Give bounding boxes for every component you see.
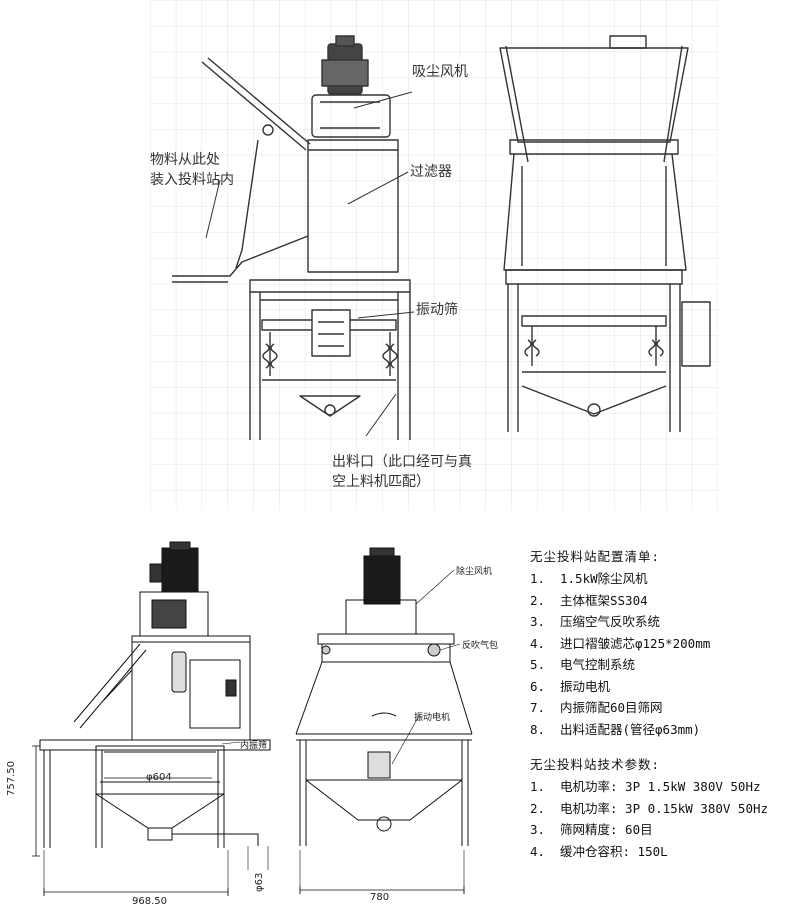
label-blow-pack: 反吹气包 — [462, 641, 499, 651]
top-drawing-panel: 吸尘风机 物料从此处 装入投料站内 过滤器 振动筛 出料口（此口经可与真 空上料… — [150, 0, 718, 510]
list-item: 4.进口褶皱滤芯φ125*200mm — [530, 635, 711, 651]
side-view-sketch — [172, 35, 711, 440]
dim-diameter: φ604 — [146, 772, 172, 783]
config-title: 无尘投料站配置清单: — [530, 549, 661, 564]
label-feed: 物料从此处 装入投料站内 — [150, 152, 234, 188]
list-item: 1.1.5kW除尘风机 — [530, 571, 648, 586]
label-vibration-motor: 振动电机 — [414, 713, 451, 723]
label-outlet: 出料口（此口经可与真 空上料机匹配） — [332, 454, 472, 490]
list-item: 2.主体框架SS304 — [530, 592, 648, 608]
label-filter: 过滤器 — [410, 164, 452, 180]
list-item: 4.缓冲仓容积: 150L — [530, 843, 668, 859]
dim-width-left: 968.50 — [132, 896, 167, 907]
list-item: 8.出料适配器(管径φ63mm) — [530, 721, 701, 737]
engineering-drawing — [32, 541, 473, 896]
list-item: 1.电机功率: 3P 1.5kW 380V 50Hz — [530, 779, 761, 794]
list-item: 6.振动电机 — [530, 678, 611, 694]
list-item: 5.电气控制系统 — [530, 657, 636, 672]
dim-outlet: φ63 — [254, 872, 265, 892]
label-inner-sieve: 内振筛 — [240, 741, 268, 751]
grid-background — [150, 0, 718, 510]
specs-title: 无尘投料站技术参数: — [530, 757, 661, 772]
spec-panel: 无尘投料站配置清单: 1.1.5kW除尘风机 2.主体框架SS304 3.压缩空… — [530, 546, 800, 862]
dim-width-right: 780 — [370, 892, 390, 903]
label-dust-fan: 除尘风机 — [456, 567, 493, 577]
label-sieve: 振动筛 — [416, 302, 458, 318]
list-item: 2.电机功率: 3P 0.15kW 380V 50Hz — [530, 800, 769, 816]
list-item: 7.内振筛配60目筛网 — [530, 700, 663, 715]
dim-height: 757.50 — [6, 761, 17, 796]
label-fan: 吸尘风机 — [412, 64, 468, 80]
list-item: 3.筛网精度: 60目 — [530, 822, 653, 837]
list-item: 3.压缩空气反吹系统 — [530, 614, 661, 629]
